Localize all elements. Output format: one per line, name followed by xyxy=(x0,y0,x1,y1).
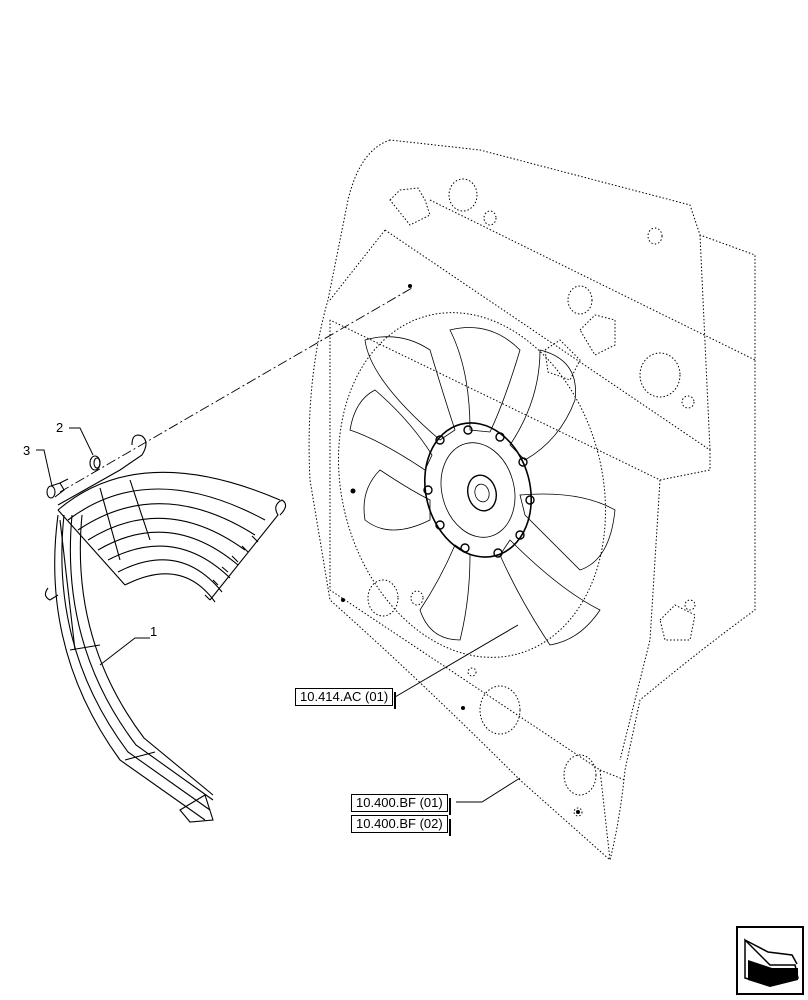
fan-guard-grill[interactable] xyxy=(44,434,287,823)
assembly-centerline xyxy=(59,287,413,493)
next-page-arrow-icon[interactable] xyxy=(736,926,804,995)
reference-10-400-bf-02[interactable]: 10.400.BF (02) xyxy=(351,815,451,836)
fan-hub-bolts xyxy=(423,425,535,558)
callout-1: 1 xyxy=(150,624,157,639)
leader-lines xyxy=(36,427,521,803)
callout-3: 3 xyxy=(23,443,30,458)
cooling-fan xyxy=(349,327,616,646)
reference-10-400-bf-01[interactable]: 10.400.BF (01) xyxy=(351,794,451,815)
washer[interactable] xyxy=(89,455,101,471)
fan-shroud-assembly xyxy=(308,139,756,861)
housing-fastener-dots xyxy=(341,284,580,814)
bolt[interactable] xyxy=(46,478,69,499)
reference-10-414-ac-01[interactable]: 10.414.AC (01) xyxy=(295,688,397,709)
callout-2: 2 xyxy=(56,420,63,435)
